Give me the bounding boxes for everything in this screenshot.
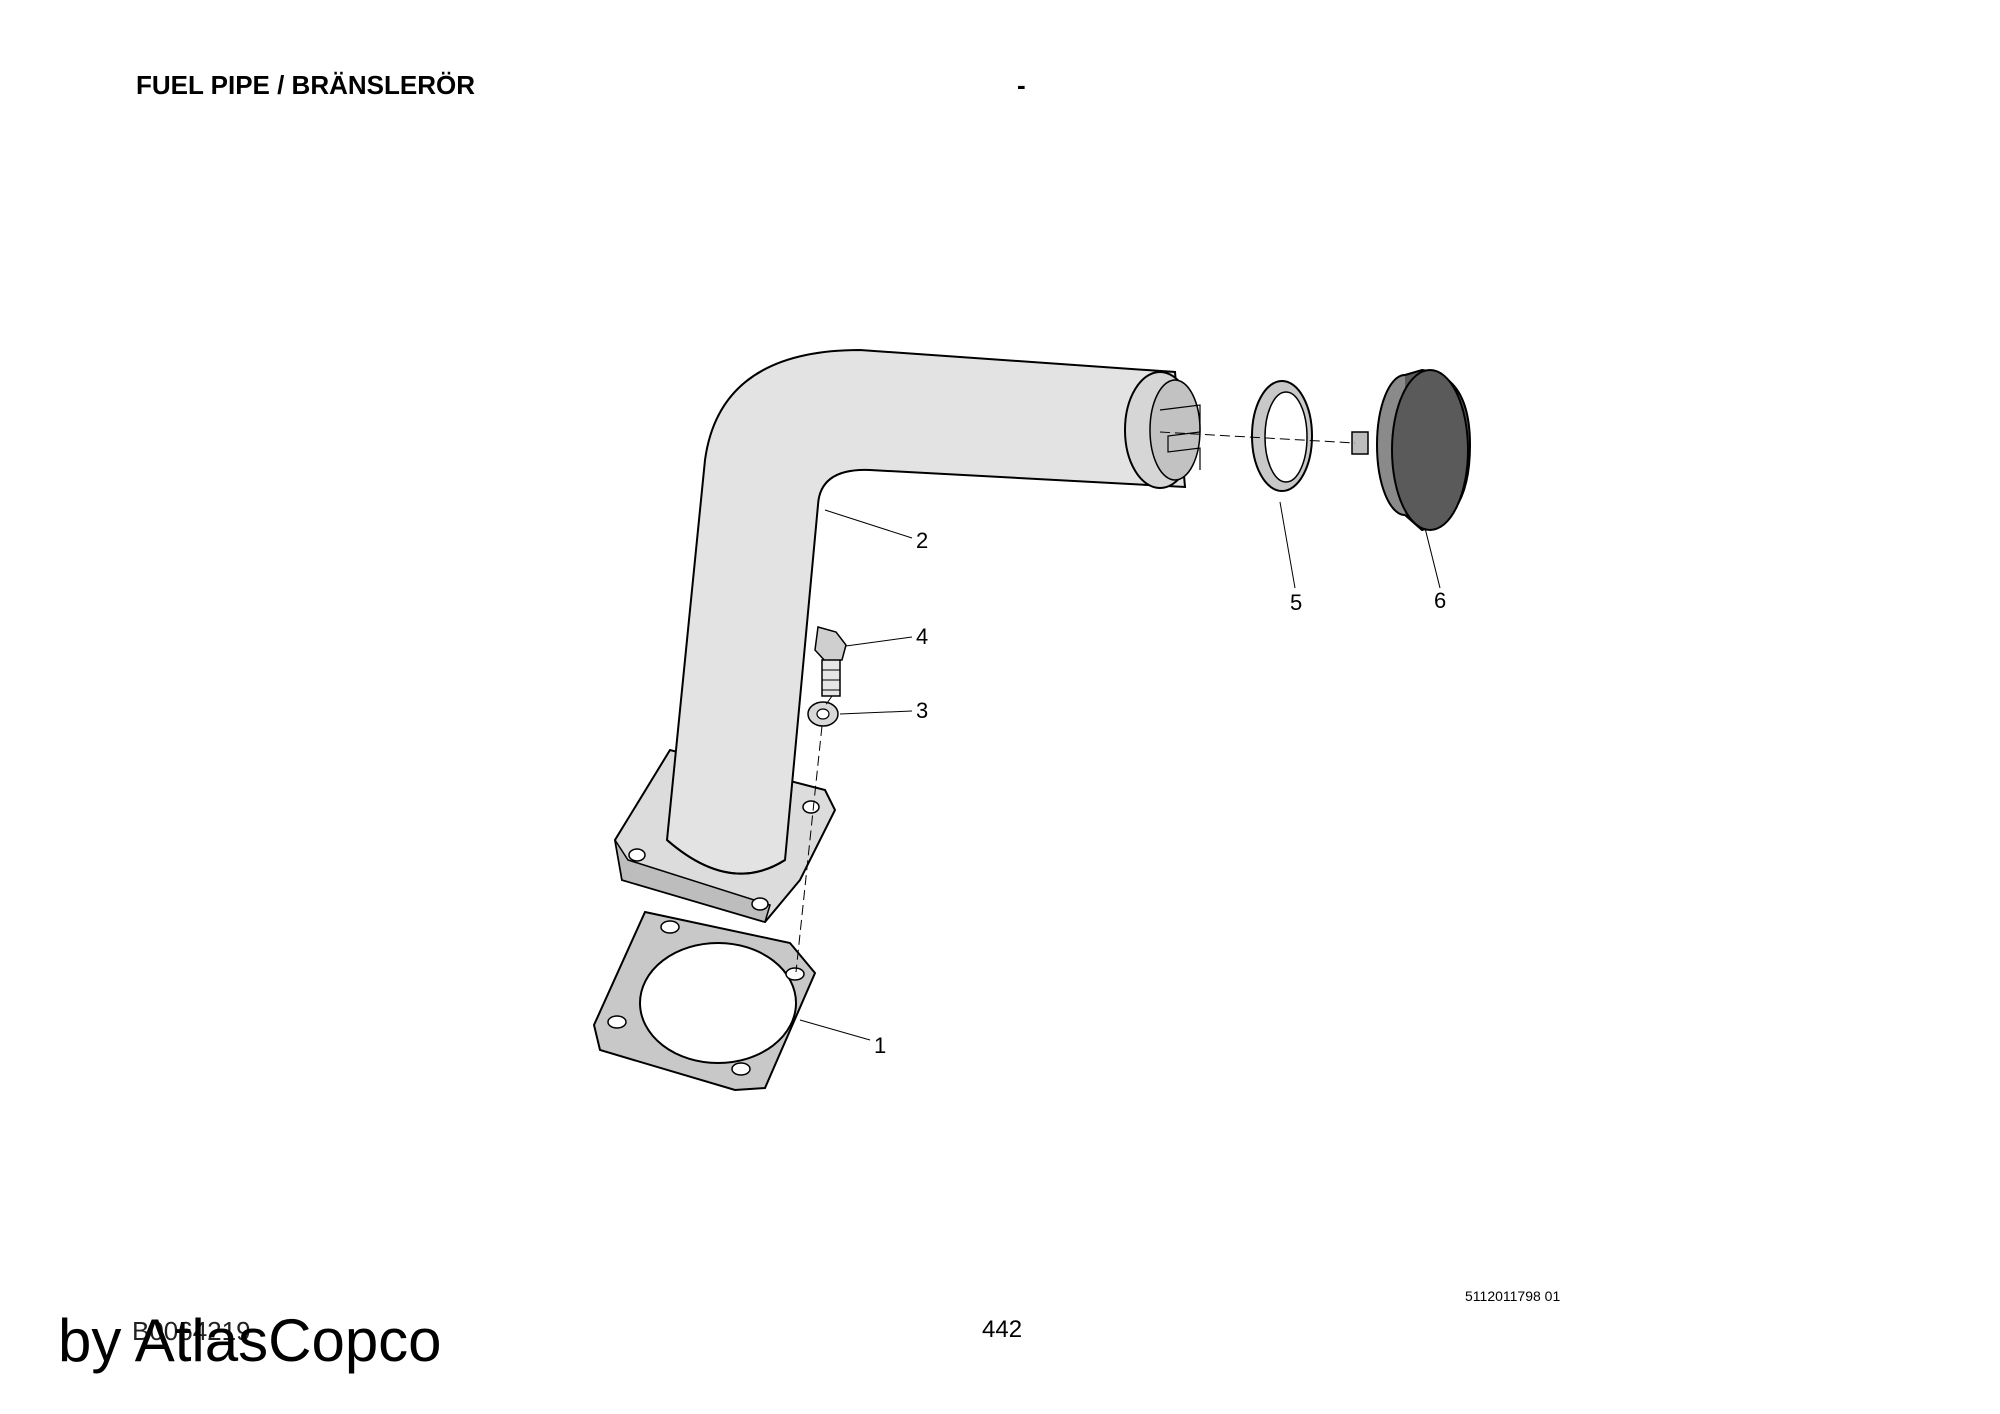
page-number: 442 bbox=[982, 1316, 1023, 1343]
part-code: B0064219 bbox=[132, 1316, 251, 1346]
washer bbox=[807, 701, 839, 727]
bolt bbox=[814, 626, 847, 697]
assembly-lines bbox=[795, 431, 1356, 973]
fuel-pipe bbox=[665, 348, 1201, 875]
callout-4: 4 bbox=[916, 624, 928, 649]
gasket bbox=[592, 910, 817, 1092]
callout-5: 5 bbox=[1290, 590, 1302, 615]
callout-2: 2 bbox=[916, 528, 928, 553]
sealing-ring bbox=[1251, 380, 1313, 492]
fuel-cap bbox=[1351, 368, 1472, 532]
watermark: by AtlasCopco bbox=[58, 1307, 442, 1374]
callout-3: 3 bbox=[916, 698, 928, 723]
callout-6: 6 bbox=[1434, 588, 1446, 613]
leader-lines bbox=[799, 501, 1441, 1041]
page-title: FUEL PIPE / BRÄNSLERÖR bbox=[136, 70, 476, 100]
document-reference: 5112011798 01 bbox=[1465, 1288, 1561, 1304]
callout-1: 1 bbox=[874, 1033, 886, 1058]
title-dash: - bbox=[1017, 70, 1026, 100]
